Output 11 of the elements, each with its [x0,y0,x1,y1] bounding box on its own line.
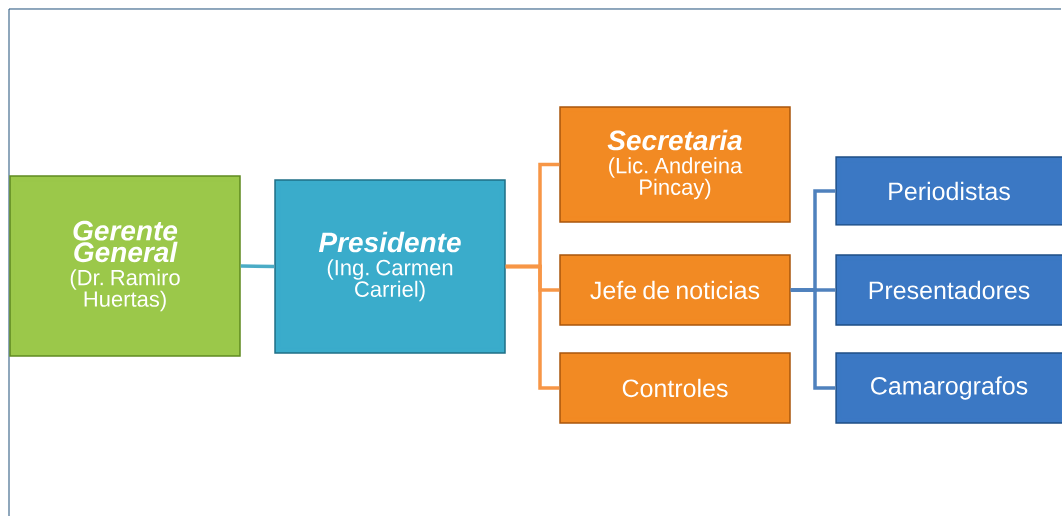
org-box: Jefe de noticias [559,254,791,326]
connector [240,264,275,269]
org-box: Presidente (Ing. Carmen Carriel) [274,179,506,354]
org-box: Periodistas [835,156,1062,226]
connector [505,264,560,390]
org-box: Camarografos [835,352,1062,424]
org-box: Gerente General (Dr. Ramiro Huertas) [9,175,241,357]
org-box: Controles [559,352,791,424]
connector [790,288,836,390]
org-box: Presentadores [835,254,1062,326]
org-box: Secretaria (Lic. Andreina Pincay) [559,106,791,223]
